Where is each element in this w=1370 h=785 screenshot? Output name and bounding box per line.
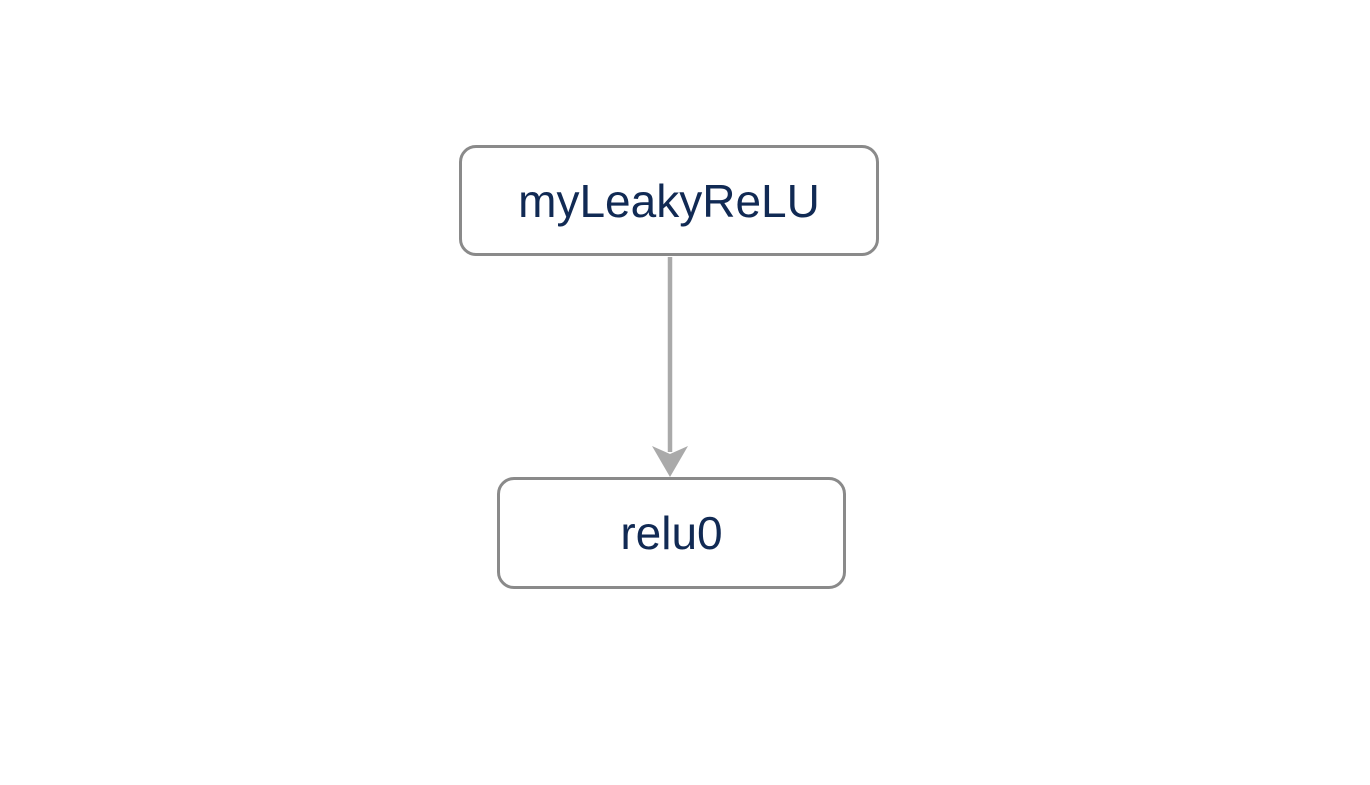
node-label-myLeakyReLU: myLeakyReLU (518, 174, 820, 227)
node-relu0[interactable]: relu0 (497, 477, 846, 589)
node-label-relu0: relu0 (620, 507, 723, 559)
arrowhead-down-icon (652, 446, 688, 477)
node-myLeakyReLU[interactable]: myLeakyReLU (459, 145, 879, 256)
